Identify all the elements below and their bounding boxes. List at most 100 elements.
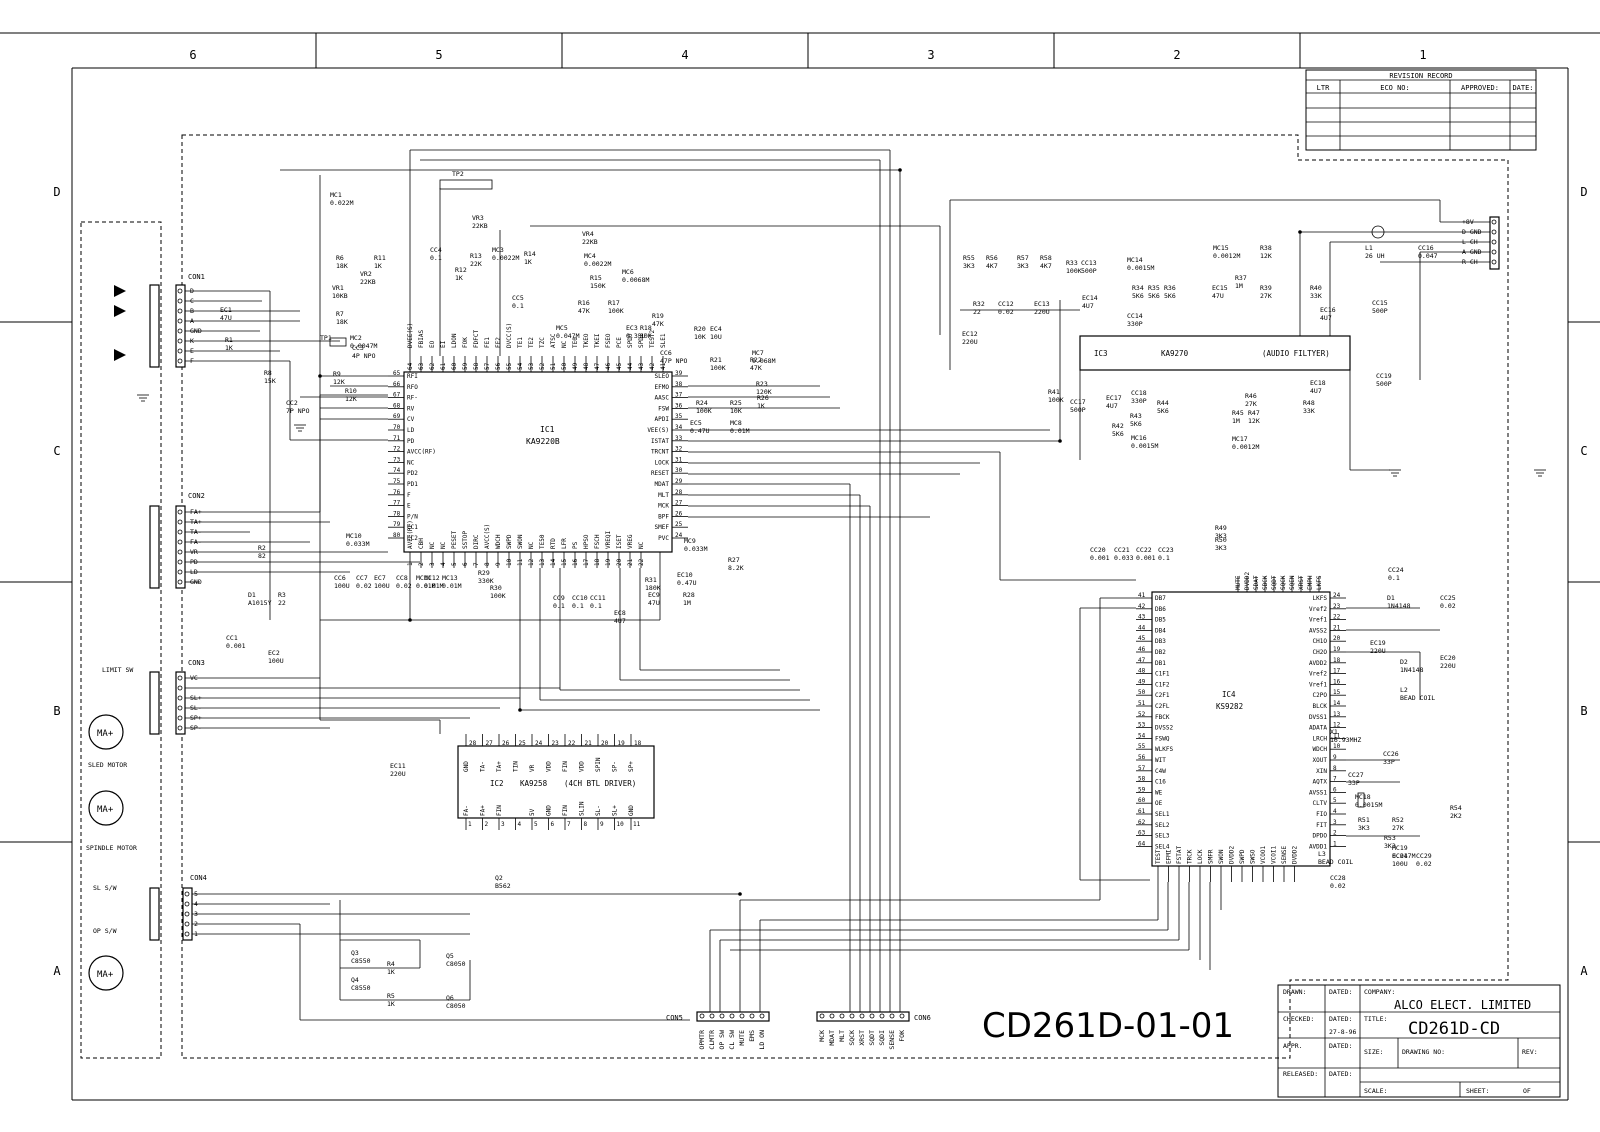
ic1-pin-num: 47: [594, 362, 601, 370]
connector-pin-label: SQCK: [848, 1030, 856, 1046]
ic4-pin-num: 15: [1333, 689, 1341, 696]
component-value: 22KB: [360, 278, 376, 286]
connector-pin-label: 1: [194, 930, 198, 938]
component-ref: EC12: [962, 330, 978, 338]
drawing-no-label: DRAWING NO:: [1402, 1048, 1445, 1056]
ic4-ref: IC4: [1222, 690, 1236, 699]
ic2-pin-num: 5: [534, 821, 538, 828]
connector-pin-label: OPMTR: [698, 1030, 706, 1050]
component-value: 100U: [374, 582, 390, 590]
ic1-pin-num: 6: [462, 562, 469, 566]
con5-ref: CON5: [666, 1014, 683, 1022]
ic1-pin-num: 73: [393, 456, 401, 463]
component-value: 12K: [333, 378, 345, 386]
ic4-pin-name: TRCK: [1187, 849, 1194, 864]
component-ref: CC16: [1418, 244, 1434, 252]
component-ref: EC19: [1370, 639, 1386, 647]
ic4-pin-num: 8: [1333, 765, 1337, 772]
ic1-pin-name: RTD: [550, 538, 557, 549]
component-value: 4K7: [986, 262, 998, 270]
ic1-pin-num: 66: [393, 381, 401, 388]
component-value: 33P: [1348, 779, 1360, 787]
connector-pin-label: L CH: [1462, 238, 1478, 246]
component-value: 1K: [455, 274, 463, 282]
component-ref: R29: [478, 569, 490, 577]
ic1-pin-num: 53: [528, 362, 535, 370]
component-value: 220U: [1370, 647, 1386, 655]
component-ref: CC2: [286, 399, 298, 407]
ic4-pin-name: CH2O: [1313, 649, 1328, 656]
component-value: 100K: [696, 407, 712, 415]
ic1-pin-name: NC: [638, 541, 645, 549]
component-value: 0.1: [1158, 554, 1170, 562]
component-value: 22: [973, 308, 981, 316]
ic2-pin-num: 8: [584, 821, 588, 828]
component-ref: EC20: [1440, 654, 1456, 662]
component-ref: MC13: [442, 574, 458, 582]
component-ref: EC8: [614, 609, 626, 617]
ic4-pin-name: DB4: [1155, 627, 1166, 634]
ic2-pin-name: SL-: [595, 805, 602, 816]
component-ref: R20: [694, 325, 706, 333]
component-ref: EC5: [690, 419, 702, 427]
ic4-pin-name: DVSS1: [1309, 714, 1327, 721]
ic1-pin-num: 41: [660, 362, 667, 370]
component-value: 12K: [1260, 252, 1272, 260]
ic1-pin-num: 36: [675, 402, 683, 409]
ic4-pin-name: C1F2: [1155, 681, 1170, 688]
component-value: 0.1: [553, 602, 565, 610]
component-ref: D1: [1387, 594, 1395, 602]
ic1-pin-num: 45: [616, 362, 623, 370]
ic4-pin-name: SMFR: [1208, 849, 1215, 864]
ic1-pin-name: AVCC(S): [484, 524, 491, 549]
ic4-pin-name: DB5: [1155, 617, 1166, 624]
ic2-pin-num: 4: [518, 821, 522, 828]
component-ref: EC14: [1082, 294, 1098, 302]
component-value: BEAD COIL: [1318, 858, 1353, 866]
ic1-pin-num: 59: [462, 362, 469, 370]
component-value: 27K: [1260, 292, 1272, 300]
component-value: 33P: [1383, 758, 1395, 766]
ic3: IC3 KA9270 (AUDIO FILTYER): [1079, 335, 1351, 371]
ic4-pin-num: 51: [1138, 700, 1146, 707]
component-ref: EC3: [626, 324, 638, 332]
ic4-pin-name: C1F1: [1155, 671, 1170, 678]
of-label: OF: [1523, 1087, 1531, 1095]
ic2-pin-num: 7: [567, 821, 571, 828]
ic1-pin-name: RFO: [407, 384, 418, 391]
component-ref: R10: [345, 387, 357, 395]
component-value: 10K: [640, 332, 652, 340]
dated-label-4: DATED:: [1329, 1070, 1352, 1078]
main-pcb-outline: [181, 134, 1509, 1059]
ic1-pin-name: FBIAS: [418, 330, 425, 348]
component-value: 330P: [1127, 320, 1143, 328]
connector-pin: [899, 1013, 905, 1019]
connector-pin: [1491, 239, 1497, 245]
component-ref: R28: [683, 591, 695, 599]
connector-pin-label: XRST: [858, 1030, 866, 1046]
component-value: 500P: [1376, 380, 1392, 388]
connector-pin: [177, 328, 183, 334]
component-ref: CC19: [1376, 372, 1392, 380]
component-ref: L1: [1365, 244, 1373, 252]
component-value: 330P: [1131, 397, 1147, 405]
component-value: 4K7: [1040, 262, 1052, 270]
ic1-pin-num: 5: [451, 562, 458, 566]
